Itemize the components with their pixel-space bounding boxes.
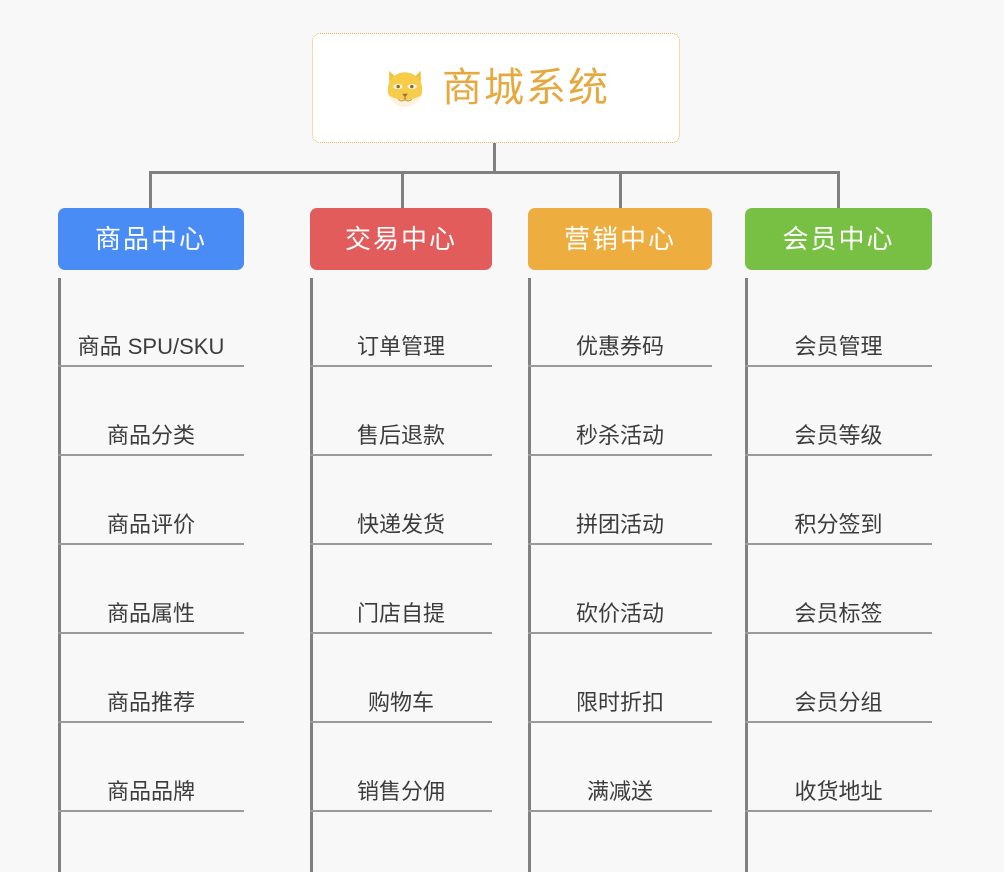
- root-title: 商城系统: [442, 66, 610, 110]
- leaf-item-label-marketing-center-2: 拼团活动: [575, 511, 664, 537]
- leaf-item-member-center-1[interactable]: 会员等级: [745, 367, 932, 456]
- leaf-item-marketing-center-4[interactable]: 限时折扣: [528, 634, 712, 723]
- root-node-content: 商城系统: [382, 65, 610, 111]
- leaf-item-product-center-4[interactable]: 商品推荐: [58, 634, 244, 723]
- leaf-item-product-center-2[interactable]: 商品评价: [58, 456, 244, 545]
- leaf-item-label-trade-center-4: 购物车: [367, 689, 434, 715]
- leaf-item-member-center-2[interactable]: 积分签到: [745, 456, 932, 545]
- leaf-item-label-product-center-2: 商品评价: [106, 511, 195, 537]
- leaf-item-label-member-center-1: 会员等级: [794, 422, 883, 448]
- leaf-item-product-center-5[interactable]: 商品品牌: [58, 723, 244, 812]
- branch-rail-member-center: [745, 278, 748, 872]
- branch-header-label-trade-center: 交易中心: [344, 224, 457, 254]
- leaf-item-label-trade-center-1: 售后退款: [356, 422, 445, 448]
- leaf-item-marketing-center-0[interactable]: 优惠券码: [528, 278, 712, 367]
- leaf-item-label-member-center-3: 会员标签: [794, 600, 883, 626]
- leaf-list-product-center: 商品 SPU/SKU 商品分类 商品评价 商品属性 商品推荐 商品品牌: [58, 278, 244, 812]
- leaf-item-label-product-center-0: 商品 SPU/SKU: [77, 333, 225, 359]
- leaf-item-member-center-5[interactable]: 收货地址: [745, 723, 932, 812]
- leaf-item-label-marketing-center-4: 限时折扣: [575, 689, 664, 715]
- branch-header-marketing-center[interactable]: 营销中心: [528, 208, 712, 270]
- leaf-item-trade-center-3[interactable]: 门店自提: [310, 545, 492, 634]
- connector-horizontal-bus: [149, 171, 840, 174]
- leaf-item-product-center-3[interactable]: 商品属性: [58, 545, 244, 634]
- branch-rail-product-center: [58, 278, 61, 872]
- leaf-item-trade-center-2[interactable]: 快递发货: [310, 456, 492, 545]
- leaf-item-member-center-3[interactable]: 会员标签: [745, 545, 932, 634]
- branch-header-label-member-center: 会员中心: [782, 224, 895, 254]
- connector-drop-product-center: [149, 171, 152, 210]
- root-node[interactable]: 商城系统: [312, 33, 680, 143]
- dog-face-icon: [387, 70, 423, 107]
- leaf-item-product-center-0[interactable]: 商品 SPU/SKU: [58, 278, 244, 367]
- leaf-item-marketing-center-3[interactable]: 砍价活动: [528, 545, 712, 634]
- leaf-item-marketing-center-5[interactable]: 满减送: [528, 723, 712, 812]
- leaf-list-marketing-center: 优惠券码 秒杀活动 拼团活动 砍价活动 限时折扣 满减送: [528, 278, 712, 812]
- leaf-item-label-marketing-center-3: 砍价活动: [575, 600, 664, 626]
- leaf-item-trade-center-1[interactable]: 售后退款: [310, 367, 492, 456]
- leaf-item-trade-center-0[interactable]: 订单管理: [310, 278, 492, 367]
- connector-drop-member-center: [837, 171, 840, 210]
- leaf-item-label-trade-center-3: 门店自提: [356, 600, 445, 626]
- leaf-list-member-center: 会员管理 会员等级 积分签到 会员标签 会员分组 收货地址: [745, 278, 932, 812]
- leaf-item-label-product-center-5: 商品品牌: [106, 778, 195, 804]
- branch-header-trade-center[interactable]: 交易中心: [310, 208, 492, 270]
- leaf-item-label-member-center-2: 积分签到: [794, 511, 883, 537]
- leaf-item-label-product-center-1: 商品分类: [106, 422, 195, 448]
- leaf-item-label-trade-center-5: 销售分佣: [356, 778, 445, 804]
- leaf-item-product-center-1[interactable]: 商品分类: [58, 367, 244, 456]
- branch-header-label-product-center: 商品中心: [94, 224, 207, 254]
- leaf-item-label-product-center-4: 商品推荐: [106, 689, 195, 715]
- leaf-item-member-center-0[interactable]: 会员管理: [745, 278, 932, 367]
- leaf-item-label-trade-center-0: 订单管理: [356, 333, 445, 359]
- leaf-item-label-marketing-center-0: 优惠券码: [575, 333, 664, 359]
- connector-drop-marketing-center: [619, 171, 622, 210]
- branch-header-product-center[interactable]: 商品中心: [58, 208, 244, 270]
- connector-root-stem: [493, 143, 496, 174]
- leaf-item-label-trade-center-2: 快递发货: [356, 511, 445, 537]
- leaf-item-marketing-center-1[interactable]: 秒杀活动: [528, 367, 712, 456]
- leaf-item-label-member-center-5: 收货地址: [794, 778, 883, 804]
- leaf-item-trade-center-5[interactable]: 销售分佣: [310, 723, 492, 812]
- org-chart-canvas: 商城系统 商品中心 商品 SPU/SKU 商品分类 商品评价 商品属性 商品推荐…: [58, 33, 932, 872]
- connector-drop-trade-center: [401, 171, 404, 210]
- branch-header-member-center[interactable]: 会员中心: [745, 208, 932, 270]
- leaf-item-label-marketing-center-5: 满减送: [586, 778, 653, 804]
- leaf-item-trade-center-4[interactable]: 购物车: [310, 634, 492, 723]
- branch-rail-trade-center: [310, 278, 313, 872]
- leaf-item-label-product-center-3: 商品属性: [106, 600, 195, 626]
- leaf-item-marketing-center-2[interactable]: 拼团活动: [528, 456, 712, 545]
- leaf-item-member-center-4[interactable]: 会员分组: [745, 634, 932, 723]
- leaf-item-label-member-center-0: 会员管理: [794, 333, 883, 359]
- branch-rail-marketing-center: [528, 278, 531, 872]
- leaf-list-trade-center: 订单管理 售后退款 快递发货 门店自提 购物车 销售分佣: [310, 278, 492, 812]
- branch-header-label-marketing-center: 营销中心: [563, 224, 676, 254]
- leaf-item-label-marketing-center-1: 秒杀活动: [575, 422, 664, 448]
- leaf-item-label-member-center-4: 会员分组: [794, 689, 883, 715]
